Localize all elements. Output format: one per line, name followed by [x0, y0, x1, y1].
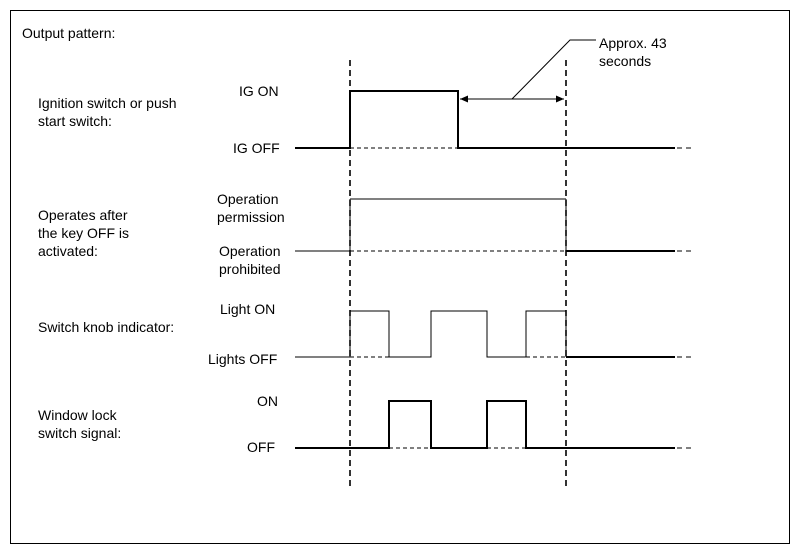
window-lock-name-line1: Window lock: [38, 407, 117, 423]
operates-after-name-line1: Operates after: [38, 207, 128, 223]
ig-off-label: IG OFF: [233, 140, 280, 156]
operation-permission-label-line1: Operation: [217, 191, 279, 207]
duration-arrow: [460, 39, 596, 103]
operation-waveform: [295, 198, 694, 252]
window-off-label: OFF: [247, 439, 275, 455]
operates-after-name-line2: the key OFF is: [38, 225, 130, 241]
ig-on-label: IG ON: [239, 83, 279, 99]
operation-permission-label-line2: permission: [217, 209, 285, 225]
light-on-label: Light ON: [220, 301, 276, 317]
operation-prohibited-label-line1: Operation: [219, 243, 281, 259]
ignition-signal-name-line1: Ignition switch or push: [38, 95, 177, 111]
indicator-waveform: [295, 310, 694, 358]
lights-off-label: Lights OFF: [208, 351, 278, 367]
window-on-label: ON: [257, 393, 278, 409]
switch-knob-name: Switch knob indicator:: [38, 319, 175, 335]
window-lock-waveform: [295, 400, 694, 449]
approx-note-line1: Approx. 43: [599, 35, 667, 51]
approx-note-line2: seconds: [599, 53, 652, 69]
operates-after-name-line3: activated:: [38, 243, 98, 259]
ignition-signal-name-line2: start switch:: [38, 113, 112, 129]
operation-prohibited-label-line2: prohibited: [219, 261, 281, 277]
window-lock-name-line2: switch signal:: [38, 425, 122, 441]
diagram-title: Output pattern:: [22, 25, 116, 41]
diagram-frame: [10, 10, 790, 544]
ignition-waveform: [295, 90, 694, 149]
